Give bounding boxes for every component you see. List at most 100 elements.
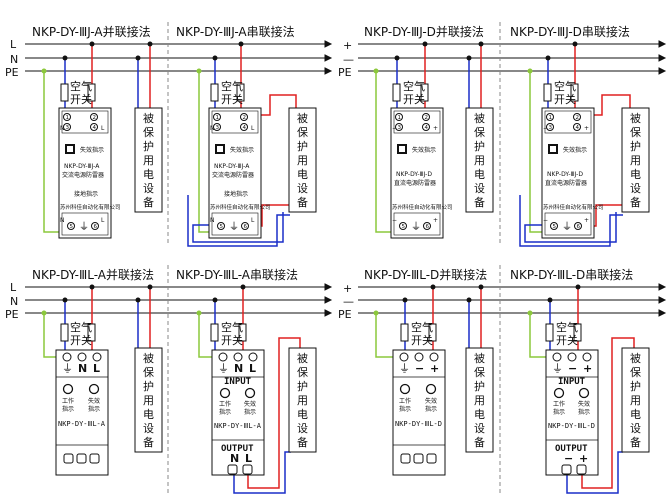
svg-text:用: 用	[474, 394, 485, 407]
svg-text:开关: 开关	[221, 333, 243, 347]
svg-text:4: 4	[576, 125, 580, 131]
protected-load-box	[465, 107, 494, 213]
svg-text:电: 电	[297, 408, 308, 421]
label-N-top: N	[10, 53, 18, 66]
svg-text:指示: 指示	[425, 405, 437, 413]
svg-text:NKP-DY-ⅢJ-A: NKP-DY-ⅢJ-A	[64, 163, 100, 170]
svg-text:苏州科佳自动化有限公司: 苏州科佳自动化有限公司	[60, 203, 121, 211]
panel-jd-parallel: 空气 开关 1 2 3 4 − + 失效指示 NKP-DY-ⅢJ-D 直流电源防…	[373, 41, 494, 239]
svg-text:L: L	[101, 217, 105, 224]
svg-text:指示: 指示	[62, 405, 74, 413]
svg-text:用: 用	[297, 394, 308, 407]
svg-text:3: 3	[549, 125, 553, 131]
svg-text:−: −	[564, 452, 573, 465]
svg-text:N: N	[78, 362, 87, 375]
svg-text:保: 保	[630, 125, 641, 139]
work-led-icon	[399, 383, 411, 395]
svg-text:用: 用	[474, 154, 485, 167]
ground-icon: ⏚	[411, 221, 421, 233]
svg-text:设: 设	[143, 422, 154, 435]
svg-text:备: 备	[474, 435, 485, 449]
svg-text:被: 被	[143, 112, 154, 125]
svg-text:5: 5	[70, 224, 74, 230]
svg-text:直流电源防雷器: 直流电源防雷器	[545, 179, 587, 187]
svg-text:备: 备	[474, 195, 485, 209]
svg-text:备: 备	[143, 435, 154, 449]
power-rails	[25, 40, 667, 317]
label-plus-bottom: +	[343, 282, 352, 295]
ground-icon: ⏚	[399, 362, 410, 375]
svg-text:失效: 失效	[244, 400, 256, 408]
svg-text:5: 5	[220, 224, 224, 230]
svg-text:指示: 指示	[553, 408, 565, 416]
ground-icon: ⏚	[62, 362, 73, 375]
svg-text:失效指示: 失效指示	[412, 146, 436, 154]
svg-text:护: 护	[474, 139, 485, 153]
svg-text:空气: 空气	[554, 79, 576, 93]
svg-text:L: L	[251, 217, 255, 224]
panel-ja-series: 空气 开关 1 2 3 4 N L 失效指示 NKP-DY-ⅢJ-A 交流电源防…	[187, 41, 317, 247]
svg-text:空气: 空气	[221, 320, 243, 334]
svg-text:N: N	[60, 217, 65, 224]
svg-text:+: +	[583, 362, 592, 375]
svg-text:6: 6	[94, 224, 98, 230]
svg-text:OUTPUT: OUTPUT	[555, 444, 588, 454]
panel-jd-series: 空气 开关 1 2 3 4 − + 失效指示 NKP-DY-ⅢJ-D 直流电源防…	[519, 41, 650, 247]
fail-led-icon	[88, 383, 100, 395]
svg-text:保: 保	[630, 365, 641, 379]
work-led-icon	[553, 387, 565, 399]
label-L-bottom: L	[10, 281, 17, 294]
svg-text:用: 用	[630, 394, 641, 407]
svg-text:苏州科佳自动化有限公司: 苏州科佳自动化有限公司	[543, 203, 604, 211]
ground-icon: ⏚	[552, 362, 563, 375]
svg-text:NKP-DY-ⅢL-A: NKP-DY-ⅢL-A	[58, 420, 106, 428]
label-PE-top-dc: PE	[338, 66, 352, 79]
svg-text:护: 护	[630, 139, 641, 153]
ground-icon: ⏚	[218, 362, 229, 375]
svg-text:+: +	[433, 125, 438, 132]
svg-text:+: +	[584, 217, 589, 224]
title-la-series: NKP-DY-ⅢL-A串联接法	[176, 267, 298, 282]
svg-text:直流电源防雷器: 直流电源防雷器	[394, 179, 436, 187]
svg-text:4: 4	[425, 125, 429, 131]
svg-text:NKP-DY-ⅢJ-D: NKP-DY-ⅢJ-D	[547, 171, 583, 178]
svg-text:电: 电	[143, 168, 154, 181]
svg-text:NKP-DY-ⅢL-D: NKP-DY-ⅢL-D	[548, 422, 595, 430]
svg-text:2: 2	[425, 115, 429, 121]
section-separators	[167, 22, 501, 495]
svg-text:电: 电	[630, 408, 641, 421]
label-plus-top: +	[343, 39, 352, 52]
svg-text:指示: 指示	[399, 405, 411, 413]
svg-text:+: +	[433, 217, 438, 224]
svg-text:设: 设	[297, 422, 308, 435]
protected-load-box	[621, 347, 650, 453]
svg-text:N: N	[60, 125, 65, 132]
svg-text:指示: 指示	[219, 408, 231, 416]
svg-text:设: 设	[474, 422, 485, 435]
work-led-icon	[62, 383, 74, 395]
protected-load-box	[134, 347, 163, 453]
svg-text:NKP-DY-ⅢL-D: NKP-DY-ⅢL-D	[395, 420, 442, 428]
svg-text:开关: 开关	[411, 333, 433, 347]
panel-la-series: 空气 开关 ⏚ N L INPUT 工作 指示 失效 指示 NKP-DY-ⅢL-…	[196, 284, 317, 494]
svg-text:INPUT: INPUT	[224, 377, 252, 387]
svg-text:4: 4	[93, 125, 97, 131]
svg-text:开关: 开关	[556, 333, 578, 347]
svg-text:L: L	[93, 362, 100, 375]
svg-text:失效: 失效	[425, 397, 437, 405]
svg-text:苏州科佳自动化有限公司: 苏州科佳自动化有限公司	[392, 203, 453, 211]
svg-text:被: 被	[297, 112, 308, 125]
svg-text:开关: 开关	[70, 92, 92, 106]
svg-text:设: 设	[143, 182, 154, 195]
svg-text:护: 护	[630, 379, 641, 393]
svg-text:用: 用	[297, 154, 308, 167]
svg-text:N: N	[234, 362, 243, 375]
label-minus-top: —	[343, 53, 354, 66]
svg-text:设: 设	[474, 182, 485, 195]
svg-text:2: 2	[93, 115, 97, 121]
svg-text:L: L	[101, 125, 105, 132]
ground-icon: ⏚	[79, 221, 89, 233]
svg-text:工作: 工作	[62, 397, 74, 405]
title-la-parallel: NKP-DY-ⅢL-A并联接法	[32, 267, 154, 282]
